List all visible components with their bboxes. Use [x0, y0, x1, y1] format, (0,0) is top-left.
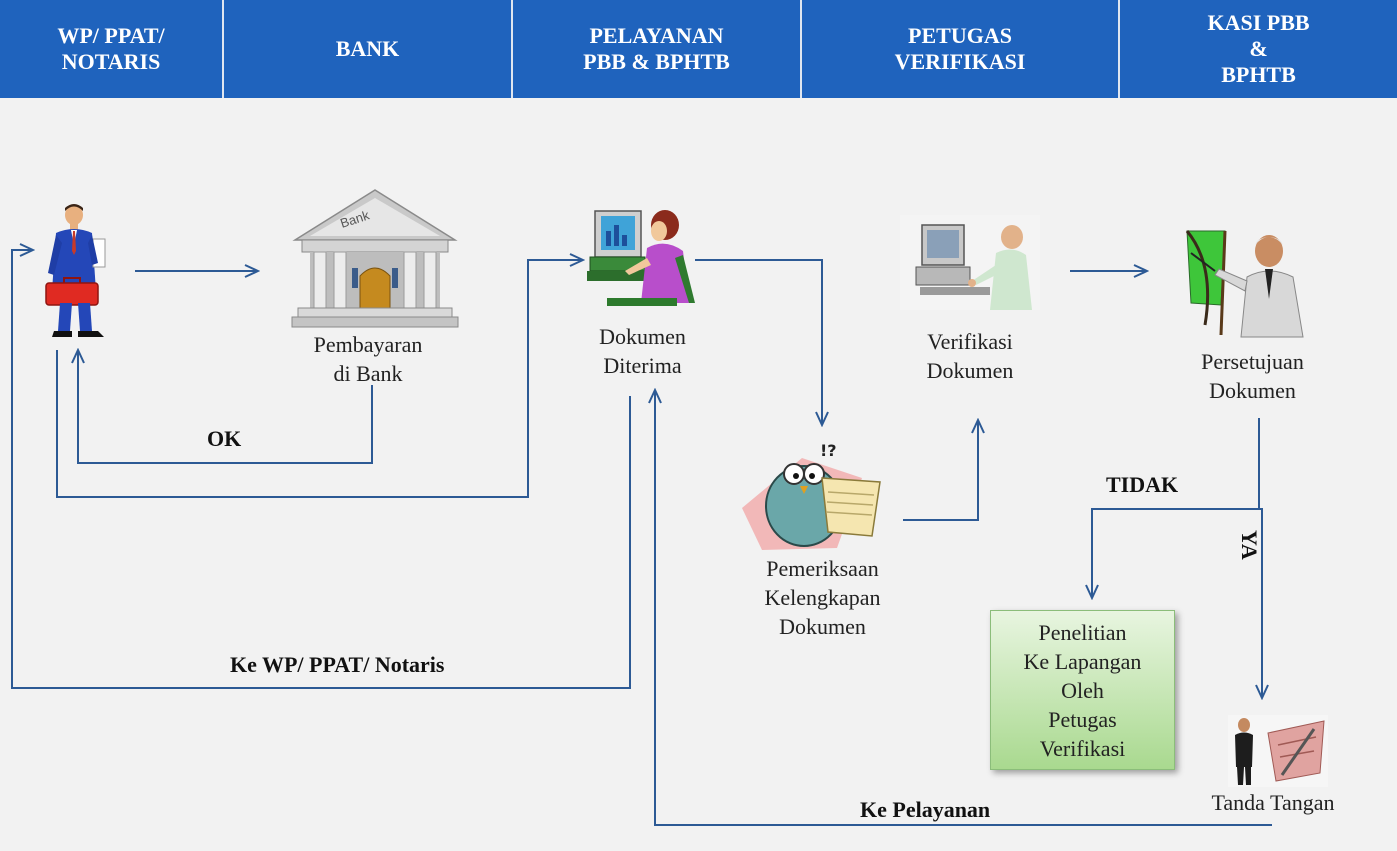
arrow-service-to-wp [11, 250, 631, 689]
approver-icon [1185, 230, 1304, 338]
lane-header-wp: WP/ PPAT/ NOTARIS [0, 0, 224, 98]
edge-label-to-wp: Ke WP/ PPAT/ Notaris [230, 652, 445, 677]
edge-label-ya: YA [1237, 530, 1262, 560]
bank-building-icon: Bank [291, 189, 459, 328]
signature-icon [1228, 715, 1328, 787]
edge-label-ok: OK [207, 426, 242, 451]
arrow-sign-to-service [655, 390, 1272, 826]
lane-header-kasi: KASI PBB & BPHTB [1120, 0, 1397, 98]
node-label-approve: Persetujuan Dokumen [1201, 349, 1304, 403]
arrow-approve-ya [1259, 508, 1262, 698]
arrow-check-to-verify [903, 420, 978, 521]
edge-label-to-service: Ke Pelayanan [860, 797, 991, 822]
arrow-wp-to-service [56, 260, 583, 498]
node-label-received: Dokumen Diterima [599, 324, 686, 378]
lane-header: WP/ PPAT/ NOTARIS BANK PELAYANAN PBB & B… [0, 0, 1397, 99]
arrow-service-to-check [695, 259, 822, 425]
businessman-icon [45, 204, 106, 337]
lane-header-verifier: PETUGAS VERIFIKASI [802, 0, 1120, 98]
edge-label-tidak: TIDAK [1106, 472, 1179, 497]
lane-header-service: PELAYANAN PBB & BPHTB [513, 0, 802, 98]
svg-text:!?: !? [820, 441, 837, 460]
node-label-sign: Tanda Tangan [1211, 790, 1335, 815]
arrow-approve-tidak [1092, 418, 1260, 598]
node-label-verify: Verifikasi Dokumen [926, 329, 1014, 383]
service-clerk-icon [587, 210, 695, 306]
field-research-box: Penelitian Ke Lapangan Oleh Petugas Veri… [990, 610, 1175, 770]
node-label-bank: Pembayaran di Bank [313, 332, 423, 386]
node-label-check: Pemeriksaan Kelengkapan Dokumen [764, 556, 881, 639]
arrow-bank-ok-to-wp [78, 350, 373, 464]
document-checker-icon: !? [742, 441, 881, 550]
lane-header-bank: BANK [224, 0, 513, 98]
verifier-icon [900, 215, 1040, 310]
